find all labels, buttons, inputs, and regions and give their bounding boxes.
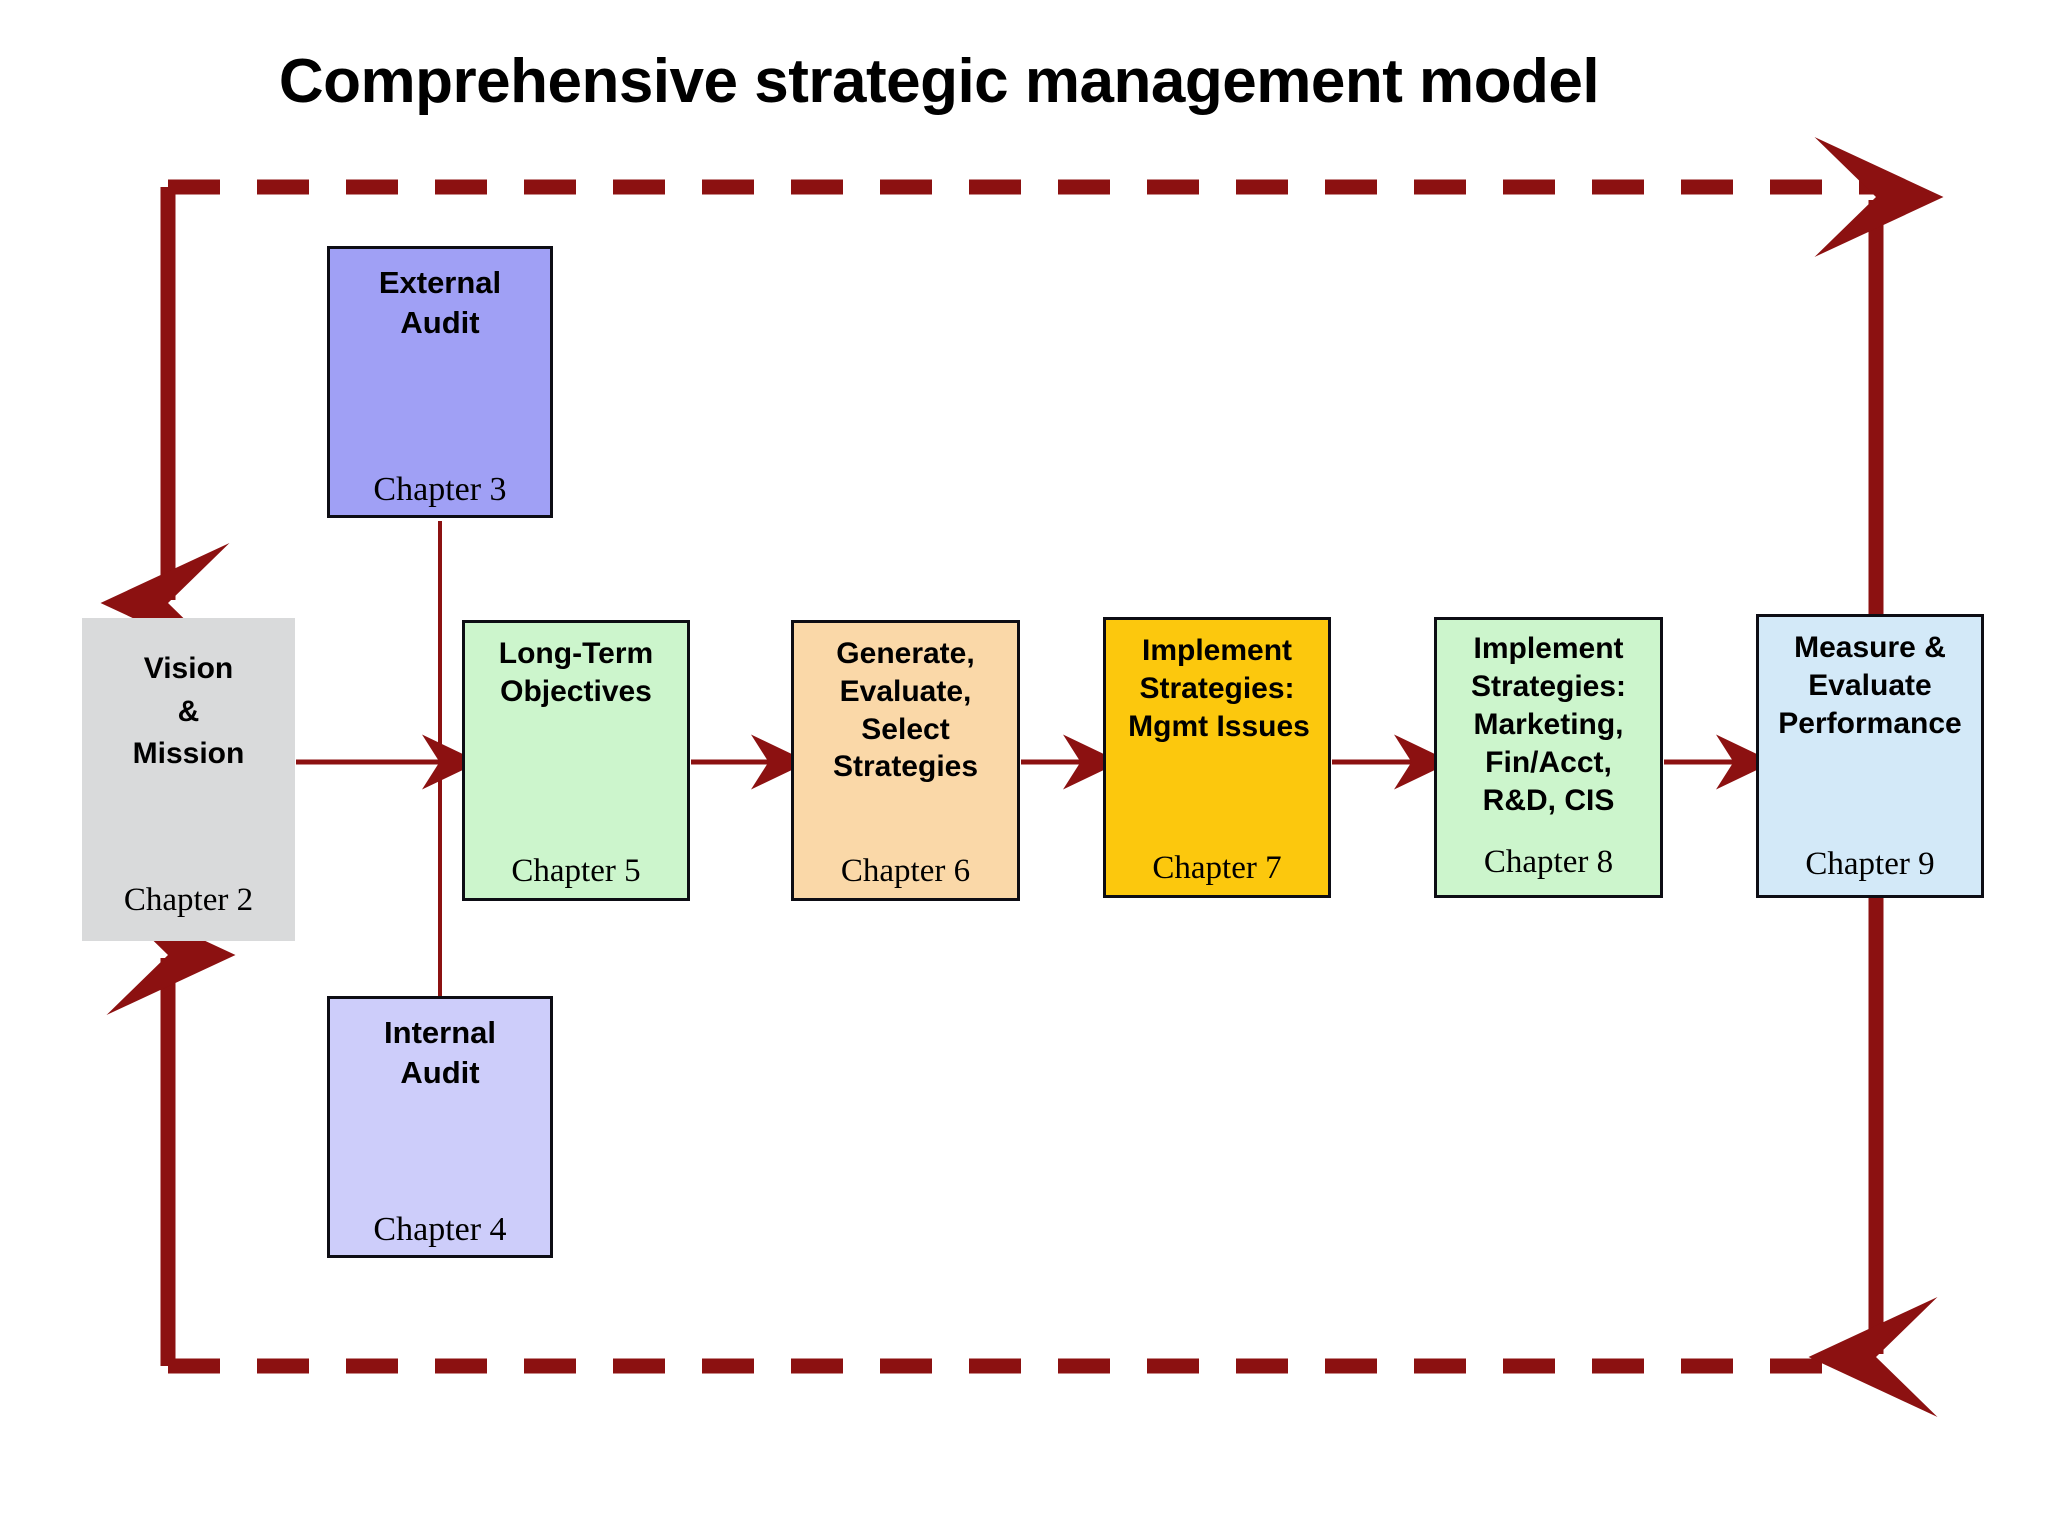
heading-line: External <box>378 265 502 300</box>
heading-line: Vision <box>143 652 234 685</box>
heading-line: Implement <box>1473 632 1624 665</box>
heading-line: Select <box>861 712 950 746</box>
node-implement-mgmt[interactable]: Implement Strategies: Mgmt Issues Chapte… <box>1103 617 1331 898</box>
heading-line: Audit <box>400 305 480 341</box>
node-external-audit-chapter: Chapter 3 <box>373 471 507 508</box>
node-vision-mission[interactable]: Vision & Mission Chapter 2 <box>82 618 295 941</box>
node-internal-audit[interactable]: Internal Audit Chapter 4 <box>327 996 553 1258</box>
heading-line: Generate, <box>836 637 975 670</box>
node-generate-evaluate-select-chapter: Chapter 6 <box>840 853 971 889</box>
node-external-audit-heading: External Audit <box>330 249 550 344</box>
node-external-audit[interactable]: External Audit Chapter 3 <box>327 246 553 518</box>
heading-line: & <box>177 694 200 728</box>
heading-line: Measure & <box>1794 631 1946 664</box>
node-generate-evaluate-select-heading: Generate, Evaluate, Select Strategies <box>794 623 1017 786</box>
heading-line: Evaluate, <box>839 674 972 708</box>
node-generate-evaluate-select[interactable]: Generate, Evaluate, Select Strategies Ch… <box>791 620 1020 901</box>
heading-line: Strategies: <box>1470 670 1627 704</box>
node-long-term-objectives-heading: Long-Term Objectives <box>465 623 687 711</box>
node-measure-evaluate-performance[interactable]: Measure & Evaluate Performance Chapter 9 <box>1756 614 1984 898</box>
heading-line: Evaluate <box>1808 668 1932 702</box>
heading-line: Mission <box>132 737 245 771</box>
node-long-term-objectives[interactable]: Long-Term Objectives Chapter 5 <box>462 620 690 901</box>
heading-line: Objectives <box>500 675 652 709</box>
node-internal-audit-heading: Internal Audit <box>330 999 550 1094</box>
heading-line: Implement <box>1141 634 1293 667</box>
heading-line: Long-Term <box>498 637 654 670</box>
node-implement-mgmt-heading: Implement Strategies: Mgmt Issues <box>1106 620 1328 745</box>
heading-line: Performance <box>1778 706 1962 740</box>
heading-line: Audit <box>400 1055 480 1091</box>
node-internal-audit-chapter: Chapter 4 <box>373 1211 507 1248</box>
node-measure-evaluate-performance-chapter: Chapter 9 <box>1805 846 1935 882</box>
node-implement-functional[interactable]: Implement Strategies: Marketing, Fin/Acc… <box>1434 617 1663 898</box>
heading-line: R&D, CIS <box>1482 784 1615 818</box>
heading-line: Strategies <box>832 750 979 784</box>
node-vision-mission-heading: Vision & Mission <box>82 618 295 776</box>
node-implement-functional-heading: Implement Strategies: Marketing, Fin/Acc… <box>1437 620 1660 820</box>
node-long-term-objectives-chapter: Chapter 5 <box>511 853 641 889</box>
node-implement-functional-chapter: Chapter 8 <box>1483 844 1614 880</box>
heading-line: Mgmt Issues <box>1128 709 1310 743</box>
heading-line: Internal <box>384 1015 496 1050</box>
node-vision-mission-chapter: Chapter 2 <box>123 882 254 918</box>
node-implement-mgmt-chapter: Chapter 7 <box>1152 850 1282 886</box>
node-measure-evaluate-performance-heading: Measure & Evaluate Performance <box>1759 617 1981 742</box>
heading-line: Strategies: <box>1139 671 1295 705</box>
heading-line: Fin/Acct, <box>1485 746 1612 780</box>
heading-line: Marketing, <box>1473 708 1624 742</box>
